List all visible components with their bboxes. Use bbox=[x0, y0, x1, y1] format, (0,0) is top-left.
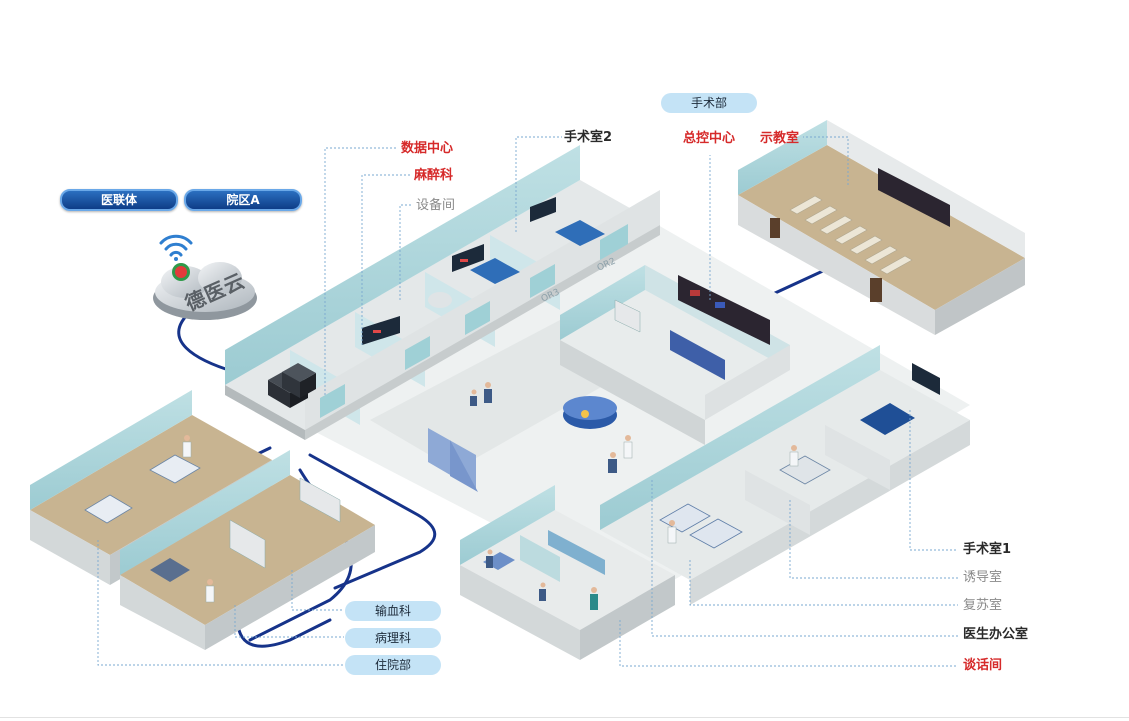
bottom-center-rooms bbox=[460, 485, 675, 660]
label-teaching-room[interactable]: 示教室 bbox=[760, 131, 800, 146]
wifi-icon bbox=[159, 234, 193, 261]
leader-lines bbox=[97, 136, 958, 667]
cloud-icon bbox=[153, 262, 257, 320]
label-equipment-room[interactable]: 设备间 bbox=[416, 198, 456, 213]
campus-a-button[interactable]: 院区A bbox=[184, 189, 302, 211]
label-doctor-office[interactable]: 医生办公室 bbox=[963, 627, 1029, 642]
bottom-divider bbox=[0, 717, 1129, 718]
or-beds-back bbox=[428, 220, 605, 308]
reception-desk bbox=[563, 396, 617, 429]
teaching-room bbox=[738, 120, 1025, 335]
alliance-button[interactable]: 医联体 bbox=[60, 189, 178, 211]
label-induction-room[interactable]: 诱导室 bbox=[963, 570, 1003, 585]
server-racks bbox=[268, 363, 316, 408]
inpatient-badge[interactable]: 住院部 bbox=[345, 655, 441, 675]
label-recovery-room[interactable]: 复苏室 bbox=[963, 598, 1003, 613]
label-talk-room[interactable]: 谈话间 bbox=[963, 658, 1003, 673]
label-or1[interactable]: 手术室1 bbox=[963, 542, 1012, 557]
control-center bbox=[560, 265, 790, 445]
label-anesthesia[interactable]: 麻醉科 bbox=[414, 168, 454, 183]
people-figures bbox=[182, 382, 799, 610]
surgery-dept-badge: 手术部 bbox=[661, 93, 757, 113]
label-or2[interactable]: 手术室2 bbox=[564, 130, 613, 145]
left-buildings bbox=[30, 390, 375, 650]
pathology-badge[interactable]: 病理科 bbox=[345, 628, 441, 648]
label-data-center[interactable]: 数据中心 bbox=[401, 141, 454, 156]
label-control-center[interactable]: 总控中心 bbox=[683, 131, 736, 146]
transfusion-badge[interactable]: 输血科 bbox=[345, 601, 441, 621]
right-rooms bbox=[600, 345, 970, 605]
wall-monitors-back bbox=[362, 197, 556, 345]
